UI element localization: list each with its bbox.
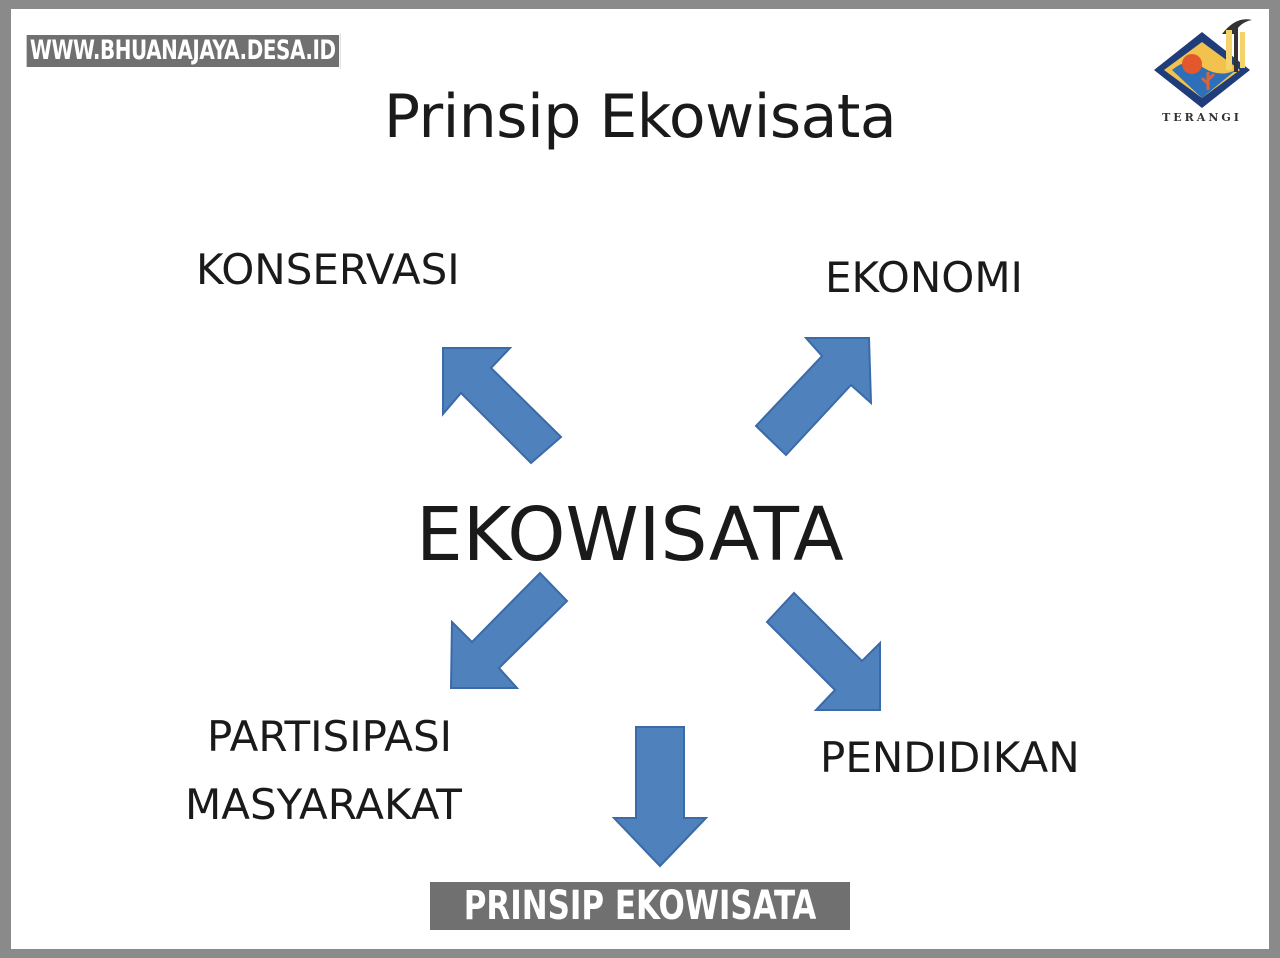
logo-text: TERANGI <box>1162 111 1242 124</box>
slide-title: Prinsip Ekowisata <box>0 82 1280 152</box>
arrow-to-pendidikan <box>765 591 881 711</box>
slide-title-text: Prinsip Ekowisata <box>383 82 897 152</box>
node-partisipasi-line2: MASYARAKAT <box>185 780 462 829</box>
node-partisipasi-line1: PARTISIPASI <box>207 712 453 761</box>
node-ekonomi: EKONOMI <box>825 253 1023 302</box>
node-konservasi: KONSERVASI <box>196 245 460 294</box>
node-pendidikan: PENDIDIKAN <box>820 733 1080 782</box>
bottom-caption: PRINSIP EKOWISATA <box>428 880 852 932</box>
node-partisipasi-masyarakat: PARTISIPASI MASYARAKAT <box>185 703 462 839</box>
arrow-to-konservasi <box>442 347 563 465</box>
arrow-down <box>611 726 709 868</box>
terangi-logo-icon <box>1154 19 1252 108</box>
arrow-to-ekonomi <box>754 337 873 457</box>
site-url-banner: WWW.BHUANAJAYA.DESA.ID <box>25 33 341 69</box>
node-center-ekowisata: EKOWISATA <box>416 492 844 578</box>
arrow-to-partisipasi <box>449 571 569 689</box>
bottom-caption-text: PRINSIP EKOWISATA <box>463 883 817 929</box>
